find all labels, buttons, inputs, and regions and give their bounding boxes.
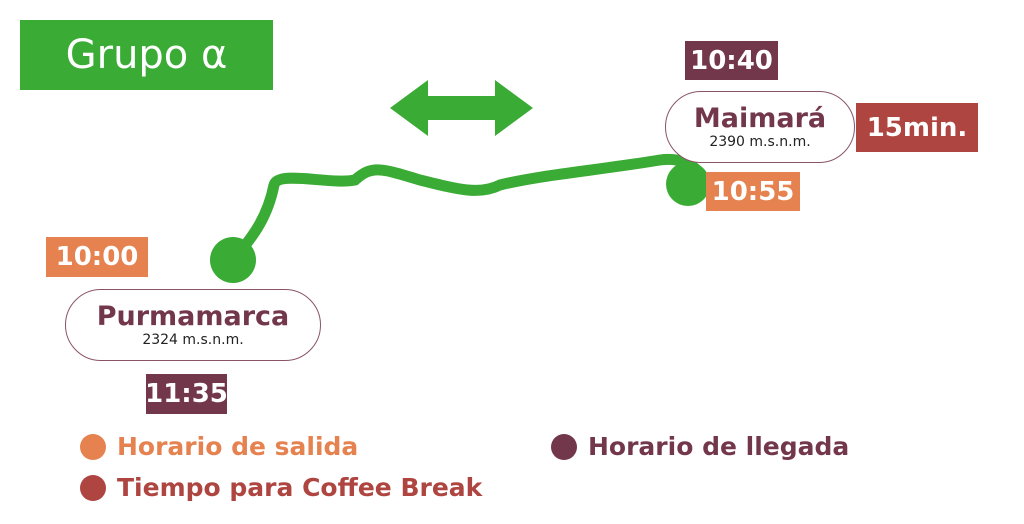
legend-break: Tiempo para Coffee Break xyxy=(80,473,482,502)
stop-dot-purmamarca xyxy=(210,237,256,283)
break-time-maimara: 15min. xyxy=(856,103,978,152)
stop-name: Maimará xyxy=(693,103,827,134)
legend-arrival: Horario de llegada xyxy=(551,432,849,461)
departure-time-purmamarca: 10:00 xyxy=(46,237,148,277)
departure-time-maimara: 10:55 xyxy=(706,172,800,211)
stop-name: Purmamarca xyxy=(96,301,290,332)
legend-label: Horario de salida xyxy=(117,432,359,461)
arrival-time-purmamarca: 11:35 xyxy=(145,374,228,414)
group-title: Grupo α xyxy=(20,20,273,90)
legend-dot-icon xyxy=(80,474,106,501)
route-line xyxy=(227,153,706,266)
legend-dot-icon xyxy=(80,433,106,460)
arrival-time-maimara: 10:40 xyxy=(685,41,778,80)
stop-altitude: 2390 m.s.n.m. xyxy=(709,134,811,150)
legend-dot-icon xyxy=(551,433,577,460)
stop-label-maimara: Maimará 2390 m.s.n.m. xyxy=(665,91,855,163)
double-arrow-icon xyxy=(390,80,533,136)
legend-label: Tiempo para Coffee Break xyxy=(117,473,483,502)
stop-label-purmamarca: Purmamarca 2324 m.s.n.m. xyxy=(65,289,321,361)
stop-dot-maimara xyxy=(666,162,710,206)
legend-departure: Horario de salida xyxy=(80,432,358,461)
stop-altitude: 2324 m.s.n.m. xyxy=(142,332,244,348)
legend-label: Horario de llegada xyxy=(588,432,850,461)
